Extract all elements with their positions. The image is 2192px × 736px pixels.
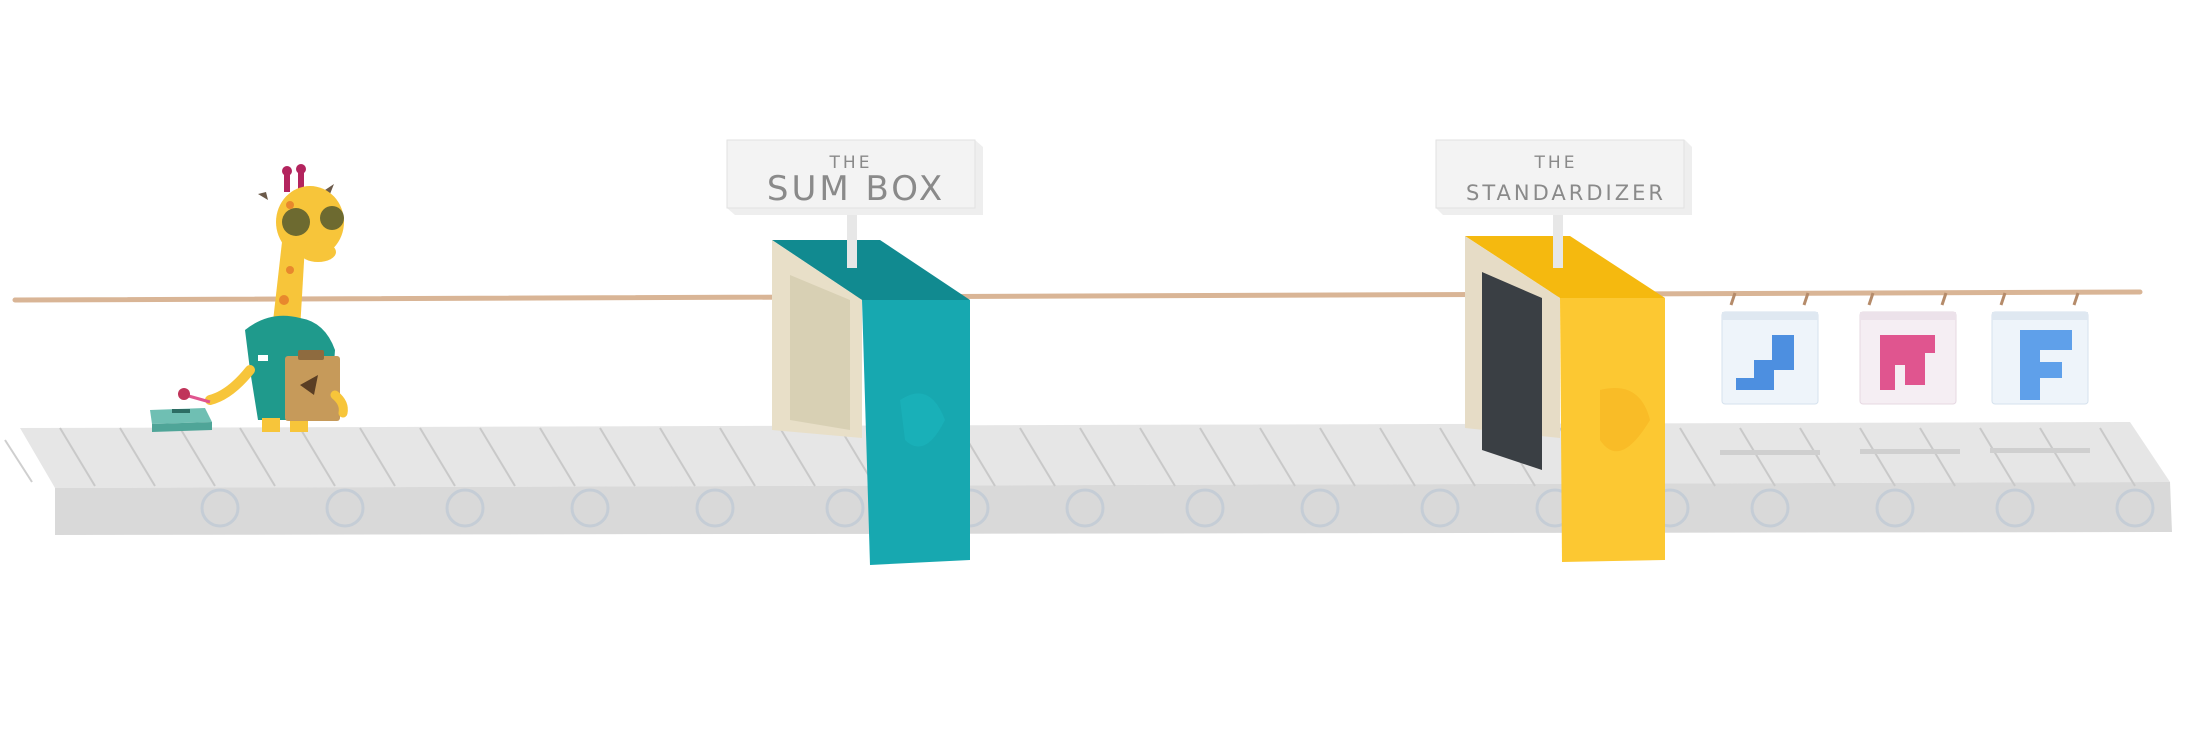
- roller: [825, 488, 865, 528]
- belt-segment-line: [479, 427, 516, 487]
- giraffe-figure: [178, 164, 344, 432]
- sum-box-machine: [772, 240, 970, 565]
- belt-segment-line: [719, 427, 756, 487]
- belt-segment-line: [2039, 427, 2076, 487]
- belt-segment-line: [2099, 427, 2136, 487]
- belt-segment-line: [59, 427, 96, 487]
- belt-segment-line: [419, 427, 456, 487]
- belt-segment-line: [659, 427, 696, 487]
- belt-segment-line: [599, 427, 636, 487]
- clipboard: [285, 350, 348, 421]
- standardizer-sign: THE STANDARDIZER: [1435, 139, 1692, 268]
- roller: [1065, 488, 1105, 528]
- roller: [2115, 488, 2155, 528]
- belt-segment-line: [1199, 427, 1236, 487]
- roller: [1300, 488, 1340, 528]
- roller: [1185, 488, 1225, 528]
- belt-segment-line: [1859, 427, 1896, 487]
- roller: [325, 488, 365, 528]
- belt-segment-line: [1139, 427, 1176, 487]
- belt-segment-line: [1019, 427, 1056, 487]
- sum-box-sign: THE SUM BOX: [726, 139, 983, 268]
- roller: [1420, 488, 1460, 528]
- belt-segment-line: [1379, 427, 1416, 487]
- lever-box: [150, 408, 212, 432]
- hanging-bag: [1721, 292, 1819, 405]
- sum-box-sign-line2: SUM BOX: [767, 169, 945, 209]
- belt-segment-line: [1259, 427, 1296, 487]
- belt-segment-line: [179, 427, 216, 487]
- hanging-bag: [1991, 292, 2089, 405]
- belt-segment-line: [119, 427, 156, 487]
- roller: [445, 488, 485, 528]
- conveyor-belt: [4, 422, 2172, 535]
- standardizer-sign-line1: THE: [1534, 153, 1578, 173]
- hanging-bag: [1859, 292, 1957, 405]
- belt-segment-line: [1439, 427, 1476, 487]
- belt-segment-line: [299, 427, 336, 487]
- belt-segment-line: [1679, 427, 1716, 487]
- belt-segment-line: [539, 427, 576, 487]
- belt-segment-line: [1319, 427, 1356, 487]
- belt-segment-line: [239, 427, 276, 487]
- belt-segment-line: [1739, 427, 1776, 487]
- roller: [695, 488, 735, 528]
- belt-segment-line: [1979, 427, 2016, 487]
- clothesline-rope: [12, 289, 2143, 303]
- roller: [200, 488, 240, 528]
- roller: [570, 488, 610, 528]
- roller: [1875, 488, 1915, 528]
- roller: [1995, 488, 2035, 528]
- belt-segment-line: [1079, 427, 1116, 487]
- standardizer-machine: [1465, 236, 1665, 562]
- belt-segment-line: [1799, 427, 1836, 487]
- belt-segment-line: [1919, 427, 1956, 487]
- hanging-bags: [1721, 292, 2089, 405]
- standardizer-sign-line2: STANDARDIZER: [1466, 181, 1666, 205]
- roller: [1750, 488, 1790, 528]
- belt-segment-line: [779, 427, 816, 487]
- belt-segment-line: [359, 427, 396, 487]
- sum-box-sign-line1: THE: [829, 153, 873, 173]
